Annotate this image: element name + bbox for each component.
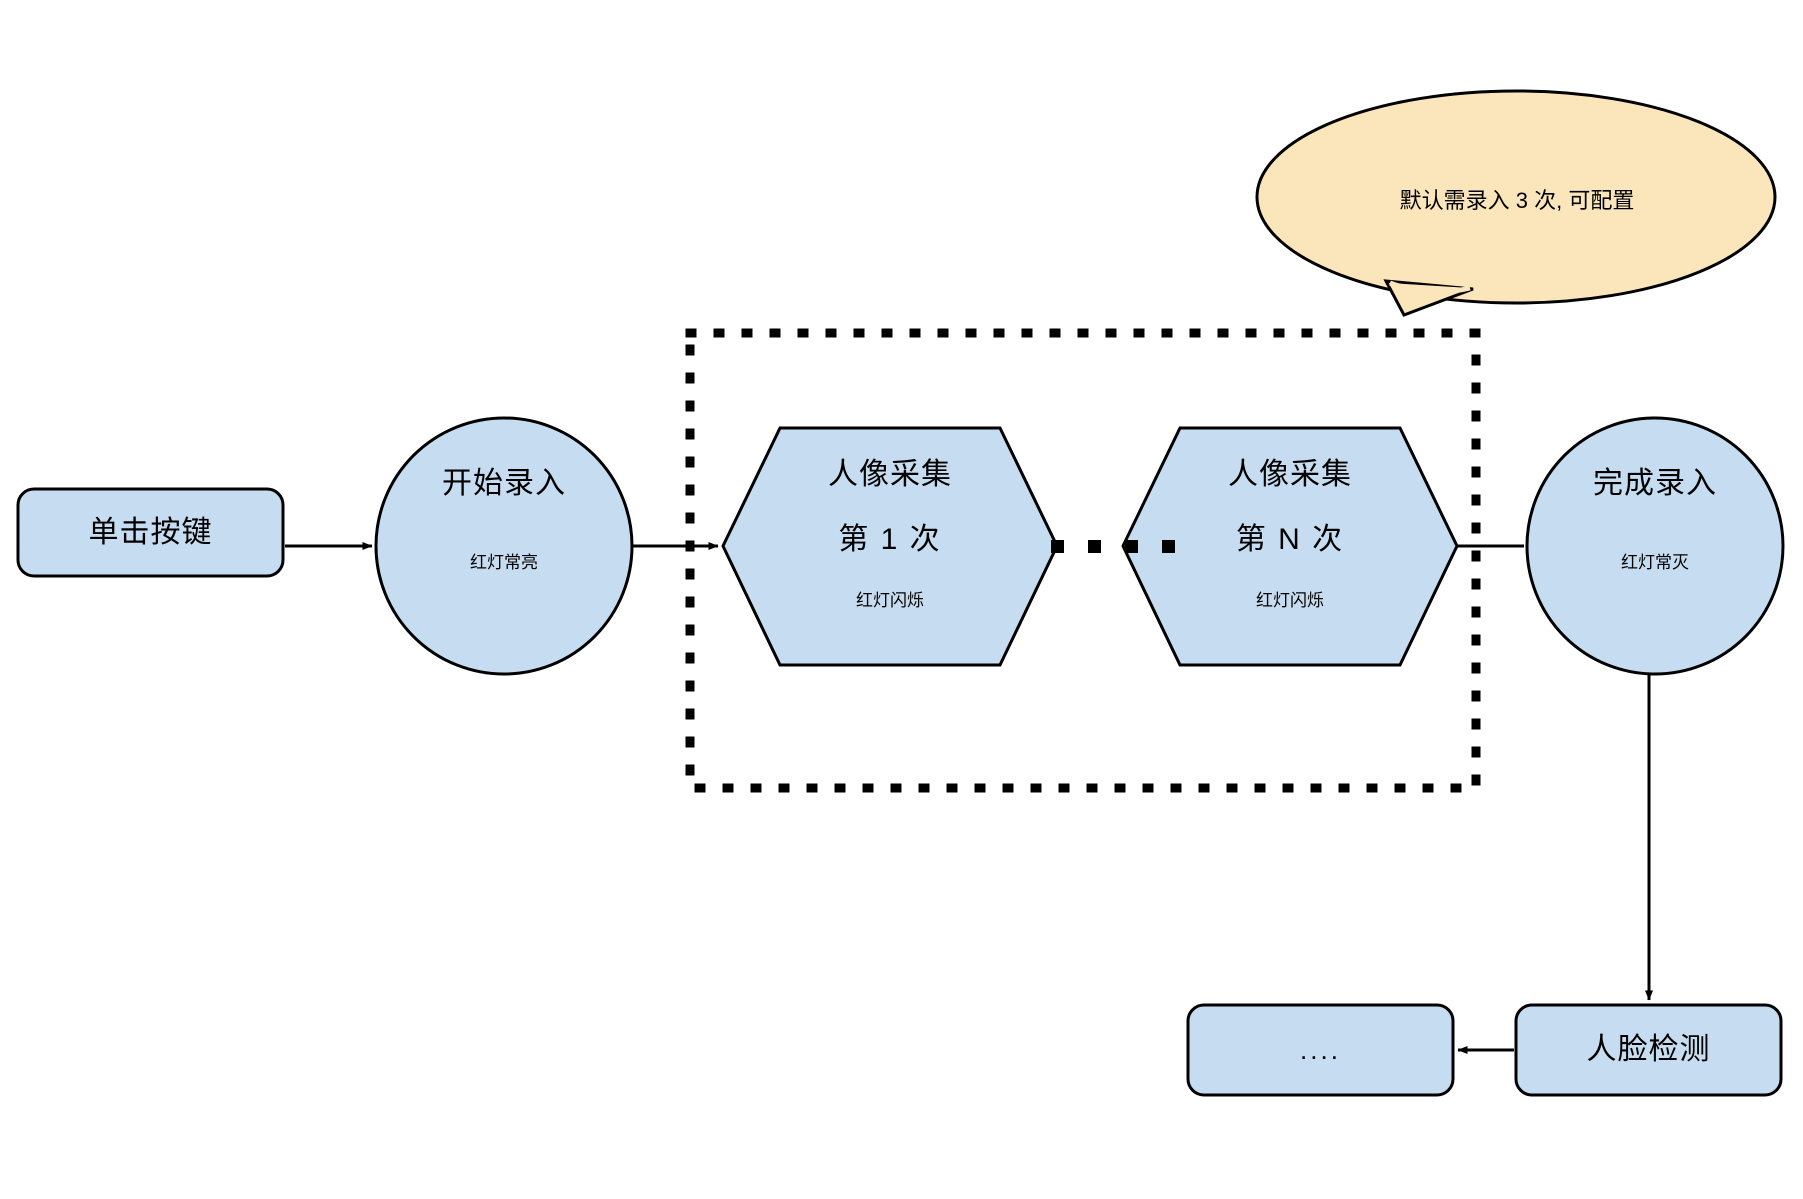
callout-label-text: 默认需录入 3 次, 可配置 xyxy=(1399,188,1635,213)
callout-tail-cover xyxy=(1389,280,1471,295)
node-capture-nth-shape[interactable] xyxy=(1121,426,1459,667)
node-click-button-shape[interactable] xyxy=(16,487,285,578)
node-capture-first-shape[interactable] xyxy=(721,426,1059,667)
callout-bubble xyxy=(1255,89,1777,317)
capture-sequence-ellipsis xyxy=(1051,540,1175,553)
node-more-steps-shape[interactable] xyxy=(1186,1003,1455,1097)
callout-ellipse xyxy=(1255,89,1777,305)
node-finish-enroll-shape[interactable] xyxy=(1525,416,1785,676)
callout-label: 默认需录入 3 次, 可配置 xyxy=(1257,183,1777,215)
capture-loop-group-box xyxy=(685,328,1481,793)
node-face-detect-shape[interactable] xyxy=(1514,1003,1783,1097)
node-start-enroll-shape[interactable] xyxy=(374,416,634,676)
